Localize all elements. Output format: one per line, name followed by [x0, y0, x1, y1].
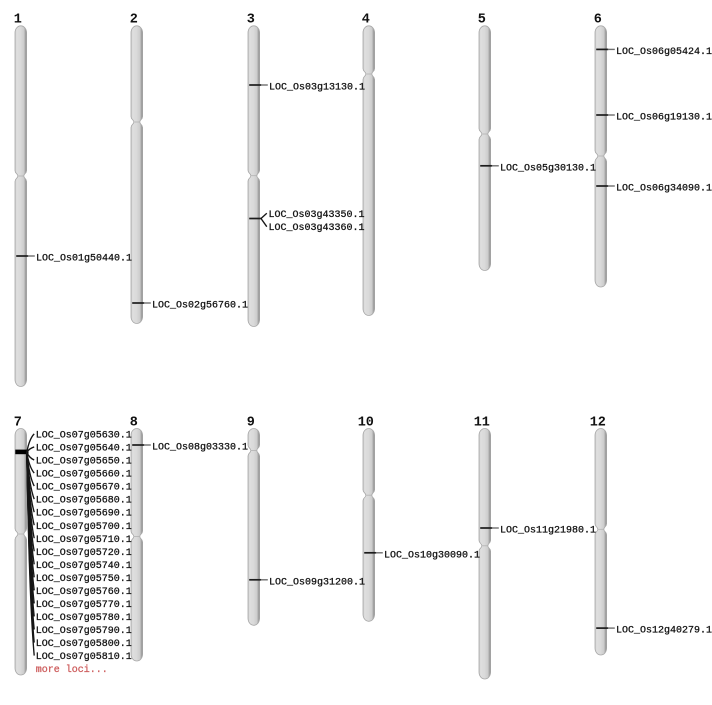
svg-text:7: 7 — [14, 415, 22, 430]
svg-text:LOC_Os07g05720.1: LOC_Os07g05720.1 — [36, 548, 132, 559]
svg-text:LOC_Os07g05750.1: LOC_Os07g05750.1 — [36, 574, 132, 585]
svg-text:12: 12 — [590, 415, 606, 430]
svg-text:LOC_Os09g31200.1: LOC_Os09g31200.1 — [269, 577, 365, 588]
svg-text:LOC_Os07g05760.1: LOC_Os07g05760.1 — [36, 587, 132, 598]
svg-text:LOC_Os01g50440.1: LOC_Os01g50440.1 — [36, 254, 132, 265]
svg-text:10: 10 — [358, 415, 374, 430]
svg-text:LOC_Os08g03330.1: LOC_Os08g03330.1 — [152, 443, 248, 454]
svg-text:LOC_Os03g13130.1: LOC_Os03g13130.1 — [269, 83, 365, 94]
svg-text:LOC_Os07g05690.1: LOC_Os07g05690.1 — [36, 509, 132, 520]
svg-text:LOC_Os06g19130.1: LOC_Os06g19130.1 — [616, 113, 712, 124]
svg-text:LOC_Os07g05650.1: LOC_Os07g05650.1 — [36, 457, 132, 468]
svg-text:LOC_Os07g05790.1: LOC_Os07g05790.1 — [36, 626, 132, 637]
svg-text:1: 1 — [14, 12, 22, 27]
svg-text:LOC_Os07g05710.1: LOC_Os07g05710.1 — [36, 535, 132, 546]
svg-text:LOC_Os05g30130.1: LOC_Os05g30130.1 — [500, 163, 596, 174]
svg-text:LOC_Os07g05810.1: LOC_Os07g05810.1 — [36, 652, 132, 663]
svg-text:LOC_Os07g05800.1: LOC_Os07g05800.1 — [36, 639, 132, 650]
svg-text:LOC_Os07g05770.1: LOC_Os07g05770.1 — [36, 600, 132, 611]
svg-text:LOC_Os11g21980.1: LOC_Os11g21980.1 — [500, 526, 596, 537]
svg-text:6: 6 — [594, 12, 602, 27]
svg-text:3: 3 — [247, 12, 255, 27]
svg-text:8: 8 — [130, 415, 138, 430]
svg-text:LOC_Os03g43350.1: LOC_Os03g43350.1 — [269, 210, 365, 221]
svg-text:5: 5 — [478, 12, 486, 27]
svg-text:LOC_Os07g05700.1: LOC_Os07g05700.1 — [36, 522, 132, 533]
svg-text:LOC_Os07g05630.1: LOC_Os07g05630.1 — [36, 431, 132, 442]
svg-text:9: 9 — [247, 415, 255, 430]
svg-text:LOC_Os12g40279.1: LOC_Os12g40279.1 — [616, 626, 712, 637]
svg-text:LOC_Os06g05424.1: LOC_Os06g05424.1 — [616, 47, 712, 58]
svg-text:4: 4 — [362, 12, 370, 27]
svg-text:2: 2 — [130, 12, 138, 27]
svg-text:LOC_Os07g05740.1: LOC_Os07g05740.1 — [36, 561, 132, 572]
svg-text:LOC_Os07g05670.1: LOC_Os07g05670.1 — [36, 483, 132, 494]
svg-text:LOC_Os06g34090.1: LOC_Os06g34090.1 — [616, 184, 712, 195]
svg-text:LOC_Os07g05680.1: LOC_Os07g05680.1 — [36, 496, 132, 507]
svg-text:LOC_Os03g43360.1: LOC_Os03g43360.1 — [269, 223, 365, 234]
svg-text:LOC_Os10g30090.1: LOC_Os10g30090.1 — [384, 550, 480, 561]
svg-text:LOC_Os07g05640.1: LOC_Os07g05640.1 — [36, 444, 132, 455]
svg-text:more loci...: more loci... — [36, 664, 108, 676]
svg-text:LOC_Os07g05780.1: LOC_Os07g05780.1 — [36, 613, 132, 624]
svg-text:LOC_Os02g56760.1: LOC_Os02g56760.1 — [152, 301, 248, 312]
svg-text:LOC_Os07g05660.1: LOC_Os07g05660.1 — [36, 470, 132, 481]
svg-text:11: 11 — [474, 415, 490, 430]
